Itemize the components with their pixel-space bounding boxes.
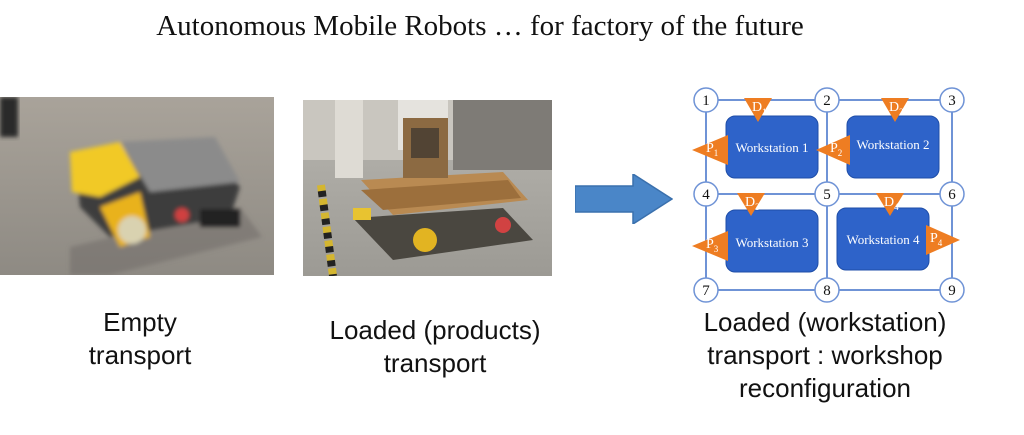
node-label: 3: [948, 93, 956, 109]
node-label: 1: [702, 93, 710, 109]
page-title: Autonomous Mobile Robots … for factory o…: [156, 10, 804, 42]
right-arrow-icon: [574, 172, 674, 229]
workstation-label: Workstation 2: [857, 137, 930, 152]
delivery-marker: [881, 98, 909, 122]
workshop-grid-diagram: Workstation 1 Workstation 2 Workstation …: [684, 80, 974, 310]
delivery-label: D1: [752, 100, 767, 117]
caption-line: transport : workshop: [707, 340, 943, 370]
node-label: 2: [823, 93, 831, 109]
pickup-label: P1: [706, 141, 718, 158]
pickup-marker: [926, 225, 960, 255]
delivery-marker: [876, 193, 904, 216]
node-label: 6: [948, 187, 956, 203]
workstation-label: Workstation 3: [736, 235, 809, 250]
delivery-marker: [737, 193, 765, 216]
pickup-marker: [692, 231, 728, 261]
empty-transport-caption: Empty transport: [40, 306, 240, 372]
delivery-label: D2: [889, 100, 904, 117]
workstation-transport-caption: Loaded (workstation) transport : worksho…: [660, 306, 990, 405]
pickup-label: P3: [706, 237, 719, 254]
pickup-marker: [692, 135, 728, 165]
delivery-marker: [744, 98, 772, 122]
pickup-marker: [816, 135, 850, 165]
workstation-label: Workstation 1: [736, 140, 809, 155]
empty-robot-photo: [0, 97, 274, 275]
caption-line: transport: [88, 340, 192, 370]
caption-line: Loaded (products): [329, 315, 541, 345]
workstation-label: Workstation 4: [847, 232, 920, 247]
caption-line: reconfiguration: [739, 373, 911, 403]
node-label: 8: [823, 283, 831, 299]
node-label: 5: [823, 187, 831, 203]
pickup-label: P4: [930, 231, 943, 248]
grid-nodes: [693, 87, 965, 303]
caption-line: Empty: [103, 307, 177, 337]
node-label: 9: [948, 283, 956, 299]
loaded-products-caption: Loaded (products) transport: [300, 314, 570, 380]
loaded-robot-photo: [303, 100, 552, 276]
pickup-label: P2: [830, 141, 842, 158]
node-label: 7: [702, 283, 710, 299]
caption-line: Loaded (workstation): [703, 307, 947, 337]
delivery-label: D4: [884, 195, 899, 212]
node-label: 4: [702, 187, 710, 203]
caption-line: transport: [383, 348, 487, 378]
delivery-label: D3: [745, 195, 760, 212]
